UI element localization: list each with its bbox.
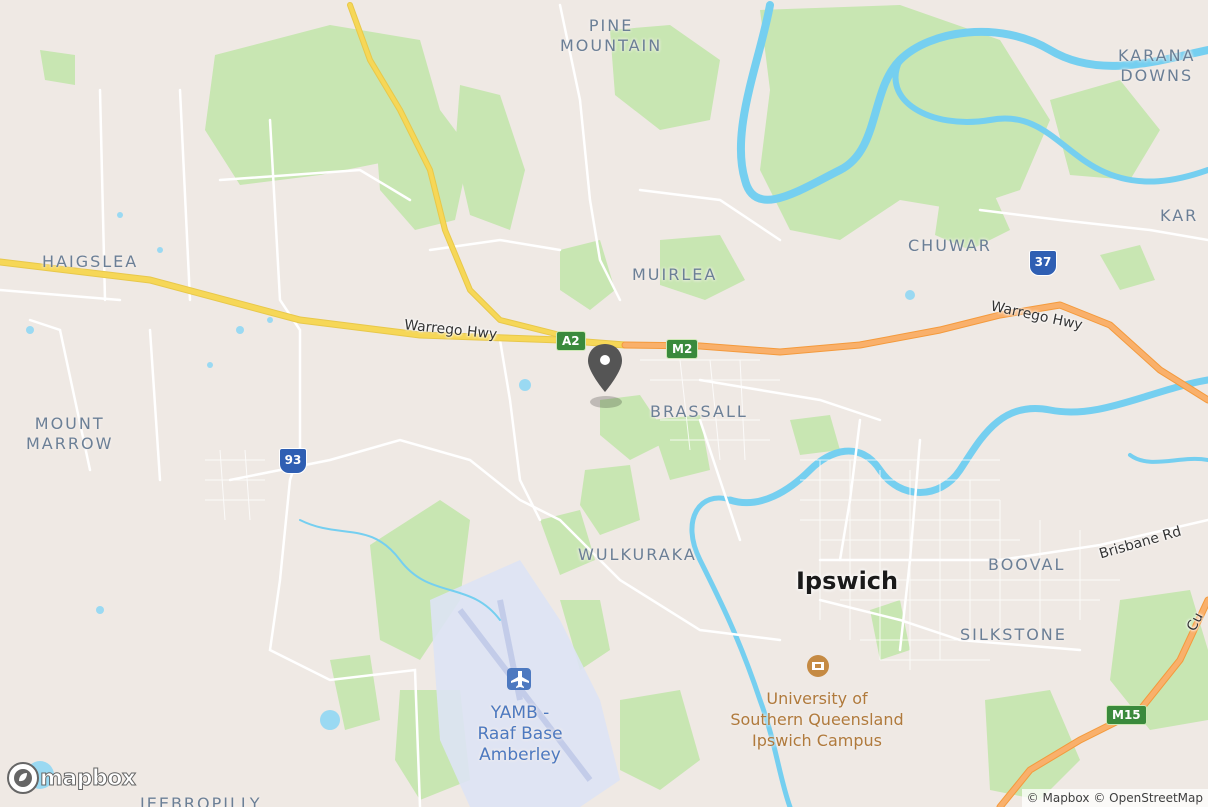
shield-m15: M15 xyxy=(1106,705,1147,725)
label-wulkuraka: WULKURAKA xyxy=(578,545,697,564)
label-city-ipswich: Ipswich xyxy=(796,567,899,595)
shield-a2: A2 xyxy=(556,331,586,351)
label-chuwar: CHUWAR xyxy=(908,236,992,255)
mapbox-logo-icon xyxy=(7,762,39,794)
label-karana-downs: KARANA DOWNS xyxy=(1118,46,1196,85)
shield-37: 37 xyxy=(1029,250,1057,276)
label-jeebropilly: JEEBROPILLY xyxy=(140,794,262,807)
shield-93: 93 xyxy=(279,448,307,474)
label-muirlea: MUIRLEA xyxy=(632,265,718,284)
label-booval: BOOVAL xyxy=(988,555,1066,574)
shield-m2: M2 xyxy=(666,339,699,359)
mapbox-logo[interactable]: mapbox xyxy=(6,761,137,795)
attribution-osm-link[interactable]: © OpenStreetMap xyxy=(1093,791,1203,805)
poi-airbase-label[interactable]: YAMB - Raaf Base Amberley xyxy=(477,703,563,765)
label-haigslea: HAIGSLEA xyxy=(42,252,139,271)
label-pine-mountain: PINE MOUNTAIN xyxy=(560,16,663,55)
map-pin-icon[interactable] xyxy=(584,340,630,414)
label-kar: KAR xyxy=(1160,206,1199,225)
attribution-bar: © Mapbox © OpenStreetMap xyxy=(1021,789,1208,807)
mapbox-logo-text: mapbox xyxy=(40,765,137,791)
label-brassall: BRASSALL xyxy=(650,402,748,421)
label-silkstone: SILKSTONE xyxy=(960,625,1067,644)
label-mount-marrow: MOUNT MARROW xyxy=(26,414,114,453)
attribution-mapbox-link[interactable]: © Mapbox xyxy=(1026,791,1090,805)
poi-university-label[interactable]: University of Southern Queensland Ipswic… xyxy=(730,689,904,750)
